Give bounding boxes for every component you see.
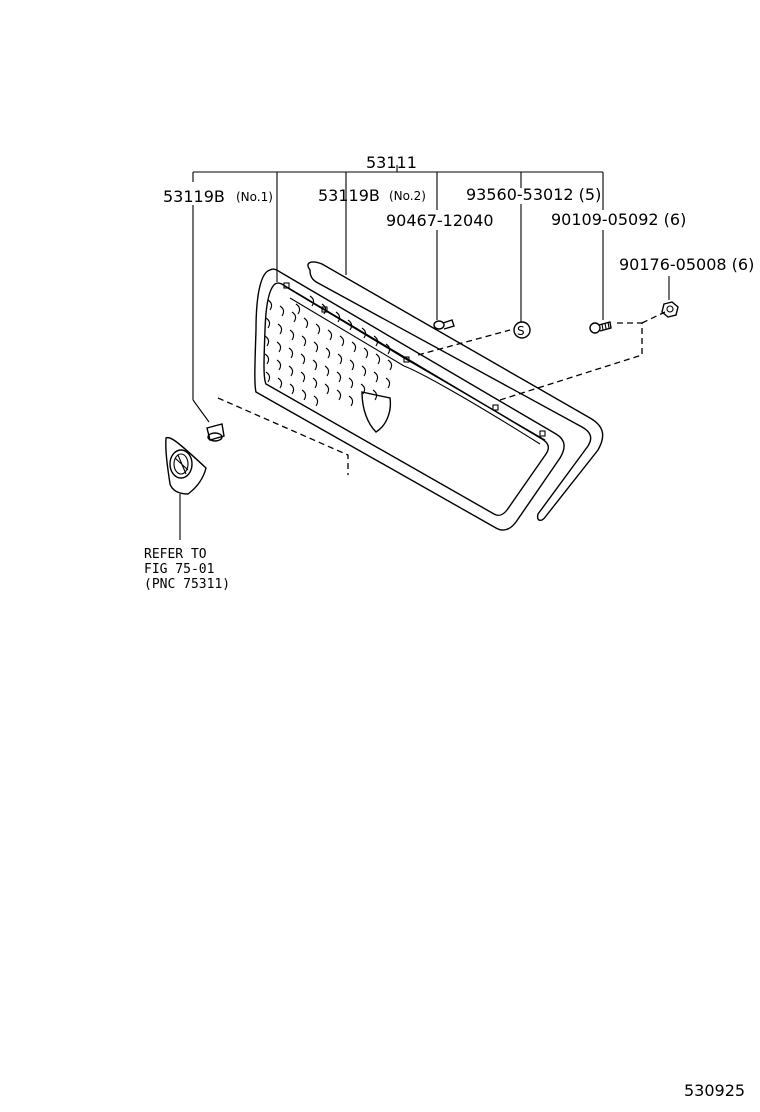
screw-90109-icon[interactable] [589,321,612,334]
s-marker-icon[interactable]: S [513,321,531,339]
grille-no1-body[interactable] [254,268,565,531]
grille-no2-suffix: (No.2) [389,189,426,203]
nut-90176-icon[interactable] [661,301,679,318]
clip-hole [321,306,328,313]
emblem-75311-icon[interactable] [165,436,207,540]
label-clip[interactable]: 90467-12040 [386,211,494,230]
s-marker-letter: S [517,324,525,338]
reference-line-3: (PNC 75311) [144,577,230,592]
clip-53119-icon[interactable] [206,423,225,442]
clip-hole [283,282,290,289]
label-nut[interactable]: 90176-05008 (6) [619,255,754,274]
label-assembly-53111[interactable]: 53111 [366,153,417,172]
leader-lines [192,182,670,423]
label-screw-b[interactable]: 90109-05092 (6) [551,210,686,229]
grille-no1-suffix: (No.1) [236,190,273,204]
clip-90467-icon[interactable] [433,319,455,330]
clip-hole [492,404,499,411]
reference-line-2: FIG 75-01 [144,562,214,577]
label-grille-no1[interactable]: 53119B (No.1) [163,187,273,206]
label-screw-s[interactable]: 93560-53012 (5) [466,185,601,204]
clip-hole [403,356,410,363]
reference-note: REFER TO FIG 75-01 (PNC 75311) [144,547,230,592]
grille-no1-number: 53119B [163,187,225,206]
grille-mesh [264,295,393,407]
install-dashed-lines [217,311,666,475]
grille-no2-molding[interactable] [307,261,604,521]
emblem-shield [361,391,392,433]
label-grille-no2[interactable]: 53119B (No.2) [318,186,426,205]
grille-no2-number: 53119B [318,186,380,205]
reference-line-1: REFER TO [144,547,207,562]
clip-hole [539,430,546,437]
diagram-code: 530925 [684,1081,745,1100]
assembly-bracket [192,165,604,182]
